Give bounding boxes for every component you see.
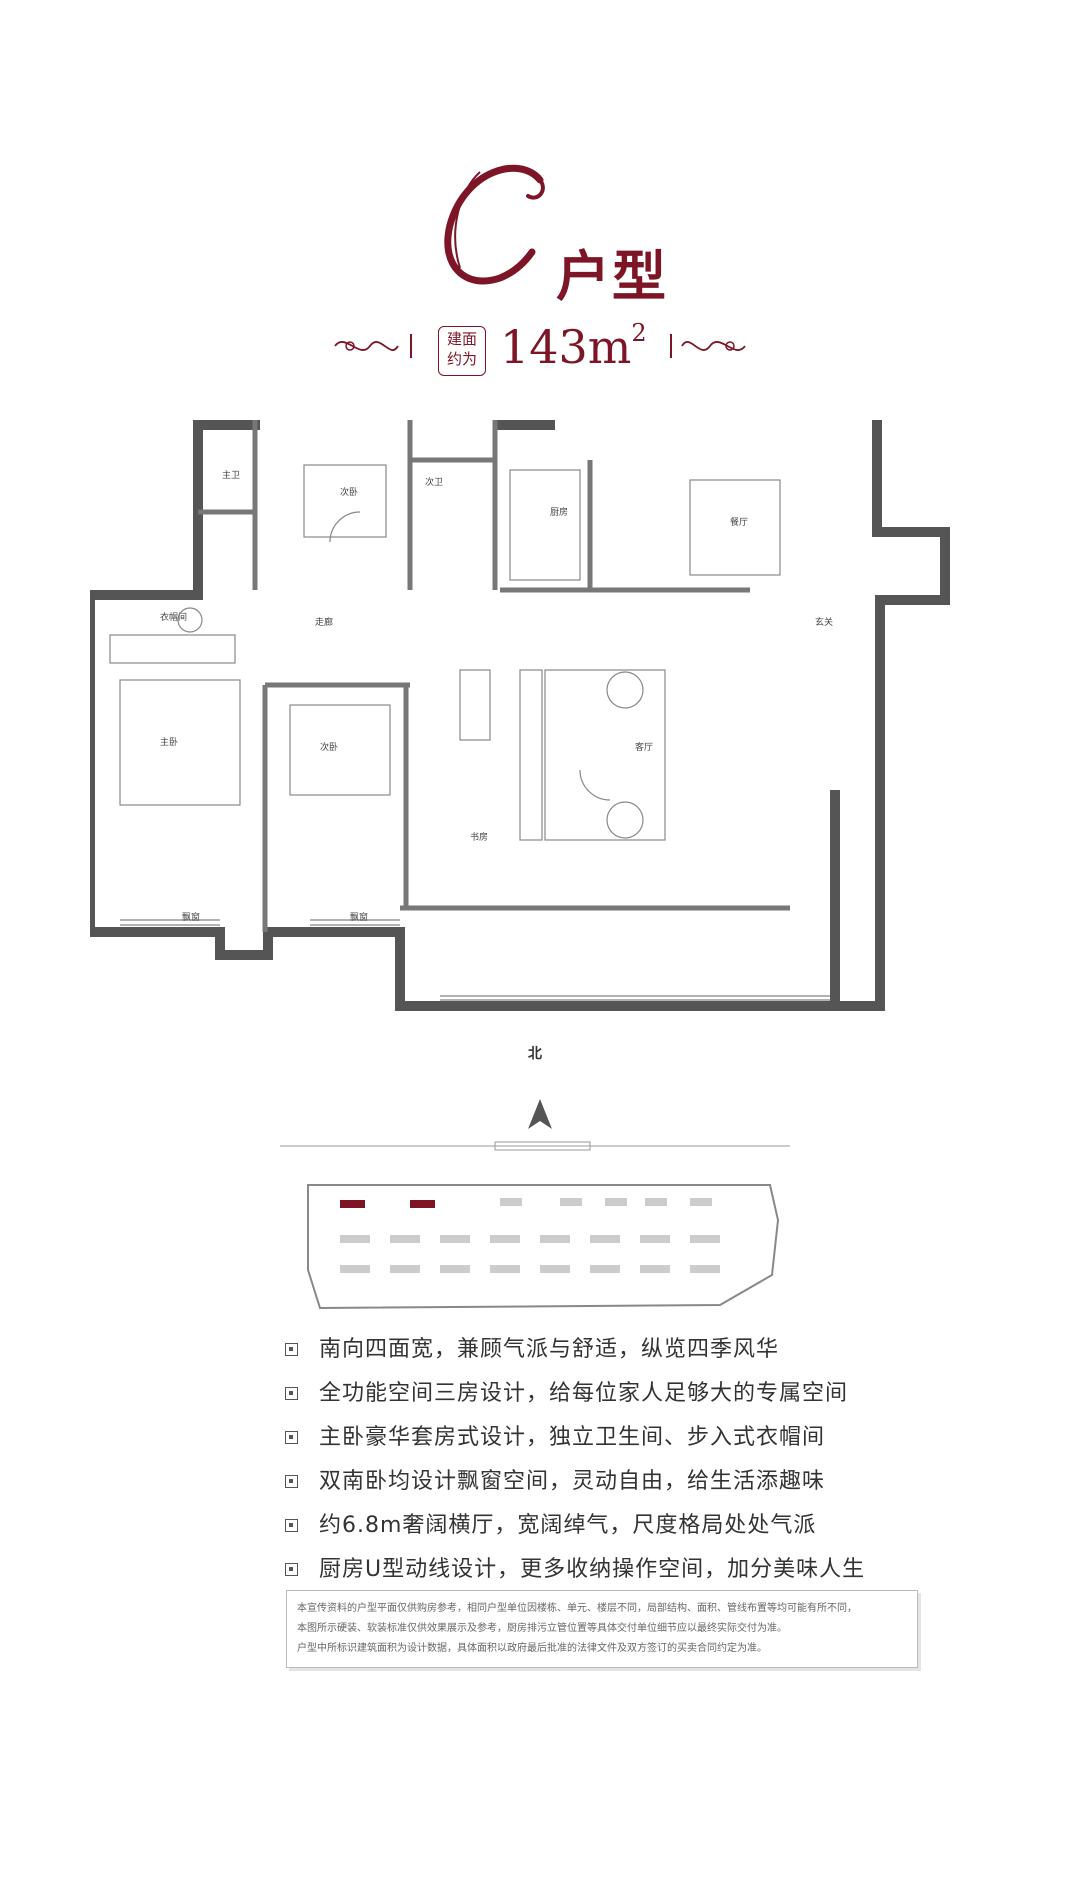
area-value: 143m2 <box>500 318 647 374</box>
disclaimer-line: 户型中所标识建筑面积为设计数据，具体面积以政府最后批准的法律文件及双方签订的买卖… <box>297 1643 767 1654</box>
feature-text: 南向四面宽，兼顾气派与舒适，纵览四季风华 <box>319 1337 780 1362</box>
ornament-right-icon <box>681 341 746 351</box>
feature-text: 主卧豪华套房式设计，独立卫生间、步入式衣帽间 <box>319 1425 826 1450</box>
divider-bar <box>670 334 672 358</box>
bullet-icon <box>285 1519 298 1532</box>
unit-type-title: 户型 <box>556 244 668 308</box>
feature-item: 南向四面宽，兼顾气派与舒适，纵览四季风华 <box>285 1328 925 1372</box>
feature-text: 全功能空间三房设计，给每位家人足够大的专属空间 <box>319 1381 849 1406</box>
room-cloakroom: 衣帽间 <box>160 611 187 623</box>
area-unit-sup: 2 <box>631 318 647 347</box>
bullet-icon <box>285 1563 298 1576</box>
bullet-icon <box>285 1431 298 1444</box>
room-master-bed: 主卧 <box>160 736 178 748</box>
room-corridor: 走廊 <box>315 616 333 628</box>
room-dining: 餐厅 <box>730 516 748 528</box>
room-bay-window-left: 飘窗 <box>182 911 200 923</box>
logo-letter-c <box>444 164 545 285</box>
north-arrow-icon <box>528 1099 552 1129</box>
feature-item: 厨房U型动线设计，更多收纳操作空间，加分美味人生 <box>285 1548 925 1592</box>
bullet-icon <box>285 1343 298 1356</box>
area-row: 建面 约为 143m2 <box>330 318 750 378</box>
room-entrance: 玄关 <box>815 616 833 628</box>
bullet-icon <box>285 1475 298 1488</box>
room-bay-window-right: 飘窗 <box>350 911 368 923</box>
disclaimer-box: 本宣传资料的户型平面仅供购房参考，相同户型单位因楼栋、单元、楼层不同，局部结构、… <box>286 1590 918 1668</box>
room-kitchen: 厨房 <box>550 506 568 518</box>
divider-line <box>280 1141 790 1151</box>
feature-item: 主卧豪华套房式设计，独立卫生间、步入式衣帽间 <box>285 1416 925 1460</box>
north-label: 北 <box>528 1046 542 1062</box>
feature-text: 约6.8m奢阔横厅，宽阔绰气，尺度格局处处气派 <box>319 1513 817 1538</box>
room-second-bath: 次卫 <box>425 476 443 488</box>
feature-item: 约6.8m奢阔横厅，宽阔绰气，尺度格局处处气派 <box>285 1504 925 1548</box>
room-second-bed-bottom: 次卧 <box>320 741 338 753</box>
area-label-line1: 建面 <box>446 330 477 348</box>
ornament-left-icon <box>334 341 399 351</box>
room-second-bed-top: 次卧 <box>340 486 358 498</box>
site-plan-thumbnail <box>307 1184 780 1310</box>
area-label-box: 建面 约为 <box>438 326 486 376</box>
floor-plan: 主卫 次卧 次卫 厨房 餐厅 衣帽间 走廊 玄关 主卧 次卧 书房 客厅 飘窗 … <box>90 420 950 1011</box>
feature-item: 双南卧均设计飘窗空间，灵动自由，给生活添趣味 <box>285 1460 925 1504</box>
feature-text: 双南卧均设计飘窗空间，灵动自由，给生活添趣味 <box>319 1469 826 1494</box>
room-study: 书房 <box>470 831 488 843</box>
disclaimer-line: 本宣传资料的户型平面仅供购房参考，相同户型单位因楼栋、单元、楼层不同，局部结构、… <box>297 1603 857 1614</box>
bullet-icon <box>285 1387 298 1400</box>
divider-bar <box>410 334 412 358</box>
area-label-line2: 约为 <box>446 350 477 368</box>
area-number: 143m <box>500 320 632 374</box>
room-master-bath: 主卫 <box>222 469 240 481</box>
room-living: 客厅 <box>635 741 653 753</box>
feature-item: 全功能空间三房设计，给每位家人足够大的专属空间 <box>285 1372 925 1416</box>
feature-text: 厨房U型动线设计，更多收纳操作空间，加分美味人生 <box>319 1557 866 1582</box>
disclaimer-line: 本图所示硬装、软装标准仅供效果展示及参考，厨房排污立管位置等具体交付单位细节应以… <box>297 1623 787 1634</box>
feature-list: 南向四面宽，兼顾气派与舒适，纵览四季风华 全功能空间三房设计，给每位家人足够大的… <box>285 1328 925 1592</box>
